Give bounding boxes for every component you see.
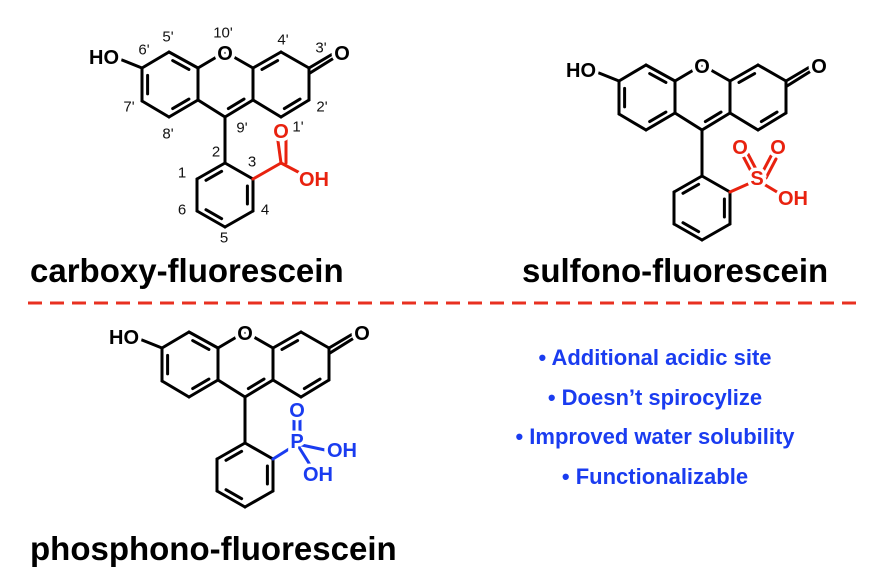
num-8p: 8' [162,126,173,143]
carboxy-fluorescein-title: carboxy-fluorescein [30,252,344,289]
ring-oxygen-label: O [694,56,710,78]
num-1: 1 [178,165,186,182]
num-6: 6 [178,202,186,219]
hydroxyl-label: HO [109,327,139,349]
carbonyl-oxygen-label: O [811,56,827,78]
num-3p: 3' [315,40,326,57]
num-7p: 7' [123,99,134,116]
num-2: 2 [212,144,220,161]
carbonyl-oxygen-label: O [334,43,350,65]
num-10p: 10' [213,25,233,42]
carboxyl-group-bonds [251,132,302,181]
num-5: 5 [220,230,228,247]
ring-oxygen-label: O [237,323,253,345]
sulfonic-group-bonds [728,152,784,197]
num-5p: 5' [162,29,173,46]
num-2p: 2' [316,99,327,116]
xanthene-skeleton [120,50,338,229]
carboxyl-oh-label: OH [299,169,329,191]
carbonyl-oxygen-label: O [354,323,370,345]
bullet-item: • Improved water solubility [515,424,795,449]
advantages-list: • Additional acidic site • Doesn’t spiro… [515,345,795,489]
num-9p: 9' [236,120,247,137]
carboxyl-o-label: O [273,121,289,143]
num-4: 4 [261,202,269,219]
sulfonyl-oh-label: OH [778,188,808,210]
phosphonic-group-bonds [271,417,327,470]
sulfono-fluorescein-title: sulfono-fluorescein [522,252,828,289]
sulfur-label: S [750,168,763,190]
phosphonic-oh2-label: OH [303,464,333,486]
bullet-item: • Doesn’t spirocylize [548,385,762,410]
ring-oxygen-label: O [217,43,233,65]
phosphono-fluorescein-title: phosphono-fluorescein [30,530,397,567]
hydroxyl-label: HO [89,47,119,69]
phosphorus-label: P [290,431,303,453]
sulfono-fluorescein-structure: HO O O S O O OH [563,53,830,242]
carboxy-fluorescein-structure: HO O O O OH 10' 5' 6' 4' 3' 7' 8' 9' 1' … [86,25,354,247]
phosphonic-oh1-label: OH [327,440,357,462]
bullet-item: • Functionalizable [562,464,748,489]
phosphoryl-o-label: O [289,400,305,422]
bullet-item: • Additional acidic site [538,345,771,370]
num-6p: 6' [138,42,149,59]
num-1p: 1' [292,119,303,136]
sulfonyl-o1-label: O [732,137,748,159]
num-3: 3 [248,154,256,171]
phosphono-fluorescein-structure: HO O O P O OH OH [106,320,373,509]
sulfonyl-o2-label: O [770,137,786,159]
num-4p: 4' [277,32,288,49]
hydroxyl-label: HO [566,60,596,82]
